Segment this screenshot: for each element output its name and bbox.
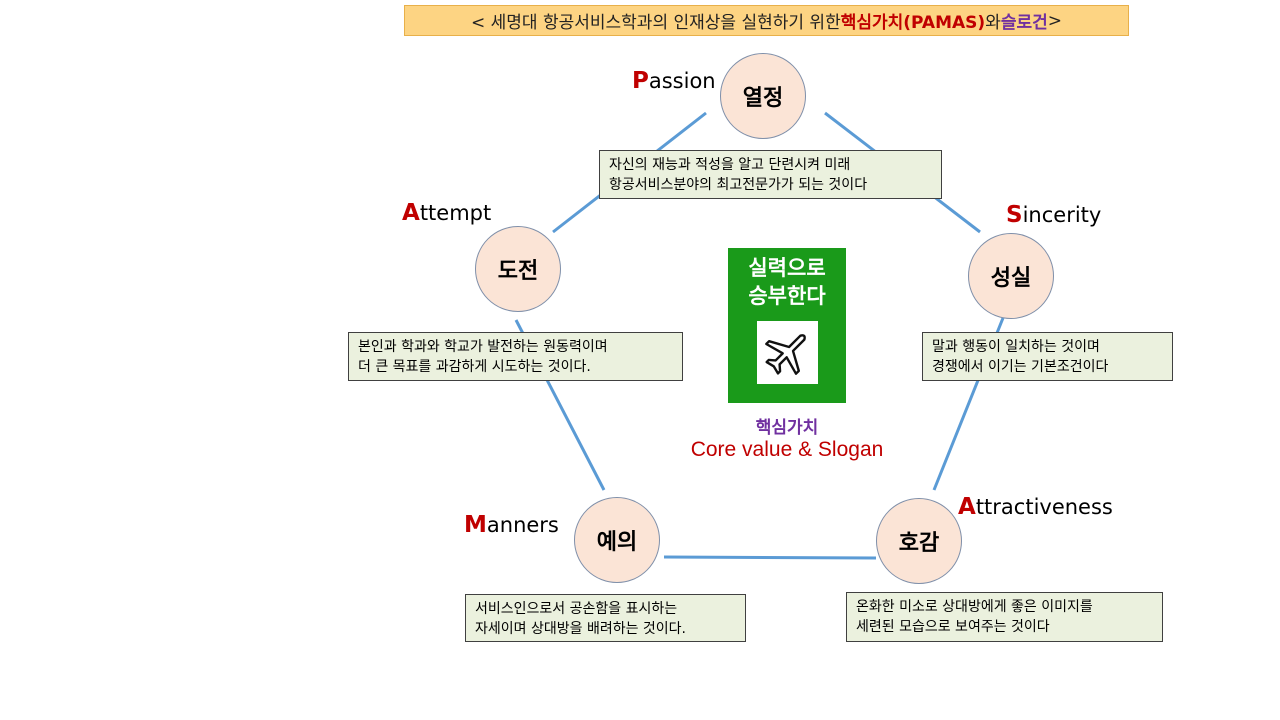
airplane-icon: [757, 321, 818, 384]
value-node-attempt: 도전: [475, 226, 561, 312]
value-desc-passion: 자신의 재능과 적성을 알고 단련시켜 미래 항공서비스분야의 최고전문가가 되…: [599, 150, 942, 199]
value-rest-attractiveness: ttractiveness: [975, 495, 1113, 519]
title-prefix: < 세명대 항공서비스학과의 인재상을 실현하기 위한: [471, 13, 841, 33]
value-node-attractiveness: 호감: [876, 498, 962, 584]
title-core-value: 핵심가치(PAMAS): [840, 13, 986, 33]
title-mid: 와: [985, 13, 1001, 33]
value-desc-sincerity: 말과 행동이 일치하는 것이며 경쟁에서 이기는 기본조건이다: [922, 332, 1173, 381]
value-node-sincerity: 성실: [968, 233, 1054, 319]
slogan-panel: 실력으로 승부한다: [728, 248, 846, 403]
value-initial-attempt: A: [402, 200, 420, 226]
value-initial-passion: P: [632, 68, 649, 94]
value-initial-manners: M: [464, 512, 487, 538]
value-label-attempt: Attempt: [402, 200, 491, 226]
value-label-manners: Manners: [464, 512, 559, 538]
value-node-passion: 열정: [720, 53, 806, 139]
value-label-passion: Passion: [632, 68, 716, 94]
title-suffix: >: [1047, 10, 1062, 31]
core-value-label-ko: 핵심가치: [755, 418, 819, 438]
core-value-label-en: Core value & Slogan: [690, 438, 884, 461]
value-desc-attractiveness: 온화한 미소로 상대방에게 좋은 이미지를 세련된 모습으로 보여주는 것이다: [846, 592, 1163, 642]
title-slogan: 슬로건: [1000, 13, 1048, 33]
value-rest-manners: anners: [486, 513, 559, 537]
value-node-manners: 예의: [574, 497, 660, 583]
value-desc-attempt: 본인과 학과와 학교가 발전하는 원동력이며 더 큰 목표를 과감하게 시도하는…: [348, 332, 683, 381]
diagram-title: < 세명대 항공서비스학과의 인재상을 실현하기 위한 핵심가치(PAMAS)와…: [404, 5, 1129, 36]
connector-manners-attractiveness: [663, 555, 877, 560]
value-rest-sincerity: incerity: [1022, 203, 1102, 227]
value-initial-sincerity: S: [1006, 202, 1023, 228]
value-desc-manners: 서비스인으로서 공손함을 표시하는 자세이며 상대방을 배려하는 것이다.: [465, 594, 746, 642]
value-rest-attempt: ttempt: [419, 201, 492, 225]
slogan-text: 실력으로 승부한다: [748, 256, 826, 308]
value-label-attractiveness: Attractiveness: [958, 494, 1113, 520]
value-rest-passion: assion: [648, 69, 716, 93]
value-label-sincerity: Sincerity: [1006, 202, 1101, 228]
value-initial-attractiveness: A: [958, 494, 976, 520]
